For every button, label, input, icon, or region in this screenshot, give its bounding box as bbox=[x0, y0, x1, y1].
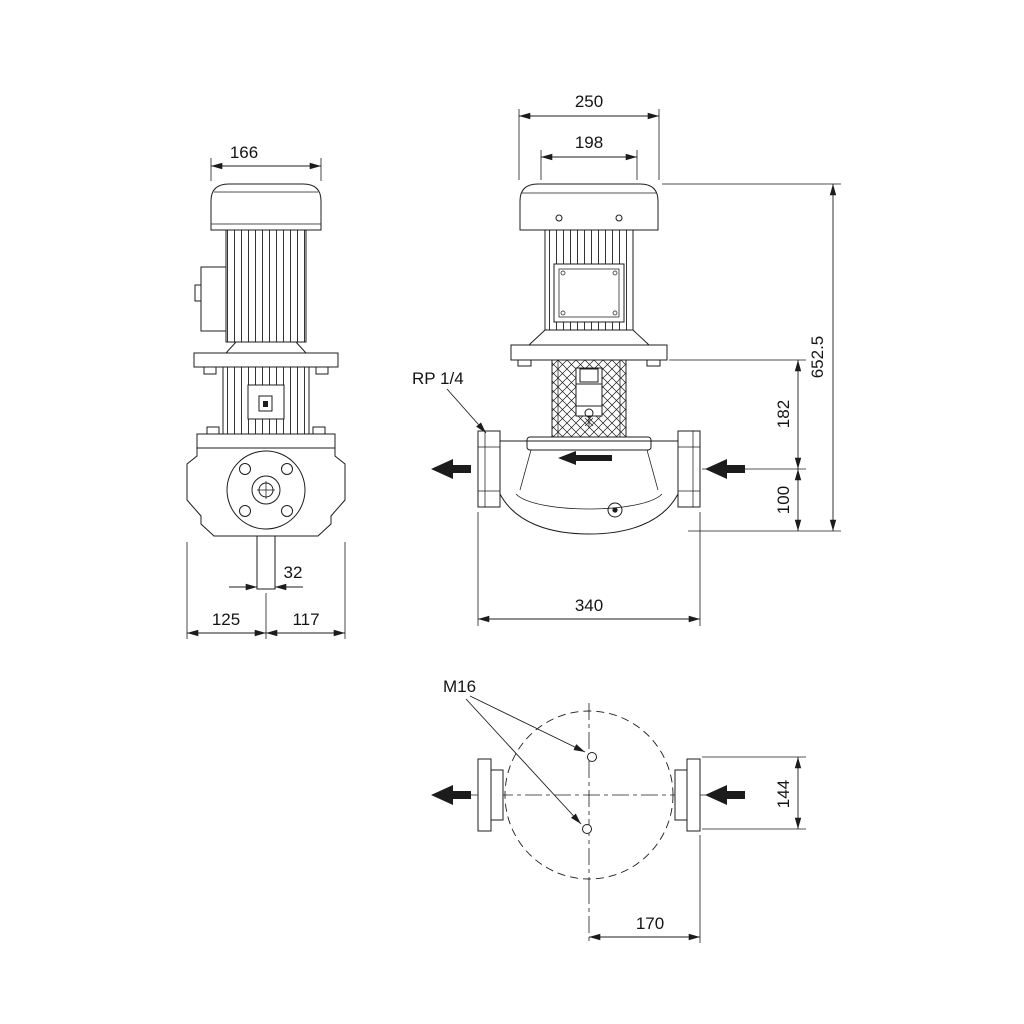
discharge-flow-arrow-icon bbox=[431, 459, 471, 479]
cover-screw bbox=[555, 214, 563, 222]
dim-center-to-flange: 170 bbox=[589, 835, 701, 943]
plan-right-flow-arrow-icon bbox=[705, 785, 745, 805]
dim-port-axis-to-base: 100 bbox=[774, 469, 802, 531]
port-offset-dim-label: 170 bbox=[636, 914, 664, 933]
side-outlet-pipe bbox=[256, 535, 276, 590]
side-motor-body bbox=[225, 229, 307, 343]
fan-width-dim-label: 250 bbox=[575, 92, 603, 111]
pump-top-flange bbox=[526, 436, 652, 451]
plan-left-flange bbox=[477, 758, 504, 832]
side-fan-cover bbox=[210, 183, 322, 231]
drain-plug bbox=[607, 502, 623, 518]
m16-hole-lower bbox=[582, 824, 592, 834]
left-port-flange bbox=[477, 430, 501, 508]
dim-side-motor-width: 166 bbox=[210, 143, 322, 181]
m16-hole-upper bbox=[587, 752, 597, 762]
plan-right-flange bbox=[674, 758, 701, 832]
front-fan-cover bbox=[519, 183, 659, 231]
front-view: RP 1/4 250 198 652.5 182 bbox=[412, 92, 841, 626]
plan-view: M16 144 170 bbox=[431, 677, 806, 943]
m16-label: M16 bbox=[443, 677, 476, 696]
internal-flow-arrow-icon bbox=[558, 451, 612, 465]
dim-fan-cover-width: 250 bbox=[518, 92, 660, 180]
gauge-tapping-callout: RP 1/4 bbox=[412, 369, 487, 434]
dim-flange-to-port-axis: 182 bbox=[669, 359, 806, 470]
total-height-dim-label: 652.5 bbox=[808, 336, 827, 379]
side-motor-stool bbox=[193, 341, 339, 375]
rp-label: RP 1/4 bbox=[412, 369, 464, 388]
plan-left-flow-arrow-icon bbox=[431, 785, 471, 805]
coupling bbox=[579, 368, 599, 383]
base-right-dim-label: 117 bbox=[292, 610, 319, 629]
side-lantern bbox=[196, 366, 336, 449]
side-view: 166 32 125 117 bbox=[186, 143, 346, 639]
side-width-dim-label: 166 bbox=[230, 143, 258, 162]
front-pump-housing bbox=[477, 430, 701, 535]
m16-callout: M16 bbox=[443, 677, 586, 825]
flange-bolt-hole bbox=[239, 463, 251, 475]
motor-width-dim-label: 198 bbox=[575, 133, 603, 152]
tapping-distance-dim-label: 144 bbox=[774, 780, 793, 808]
cover-screw bbox=[615, 214, 623, 222]
front-motor-body bbox=[527, 229, 651, 346]
flange-bolt-hole bbox=[281, 463, 293, 475]
front-motor-flange bbox=[510, 344, 668, 367]
front-lantern bbox=[526, 359, 652, 451]
terminal-box bbox=[553, 263, 625, 323]
dim-side-base: 125 117 bbox=[186, 542, 346, 639]
flange-bolt-hole bbox=[281, 505, 293, 517]
port-height-dim-label: 100 bbox=[774, 486, 793, 514]
dim-port-to-port: 340 bbox=[477, 512, 701, 626]
flange-bolt-hole bbox=[239, 505, 251, 517]
overall-width-dim-label: 340 bbox=[575, 596, 603, 615]
base-left-dim-label: 125 bbox=[212, 610, 240, 629]
side-pump-casing bbox=[186, 447, 346, 537]
dim-motor-body-width: 198 bbox=[540, 133, 638, 180]
lantern-height-dim-label: 182 bbox=[774, 400, 793, 428]
dim-total-height: 652.5 bbox=[662, 183, 841, 532]
right-port-flange bbox=[677, 430, 701, 508]
dim-tapping-distance: 144 bbox=[702, 756, 806, 830]
dim-outlet-bore: 32 bbox=[229, 563, 303, 591]
side-terminal-box bbox=[194, 266, 227, 332]
outlet-bore-dim-label: 32 bbox=[284, 563, 303, 582]
suction-flange-circle bbox=[226, 450, 306, 530]
